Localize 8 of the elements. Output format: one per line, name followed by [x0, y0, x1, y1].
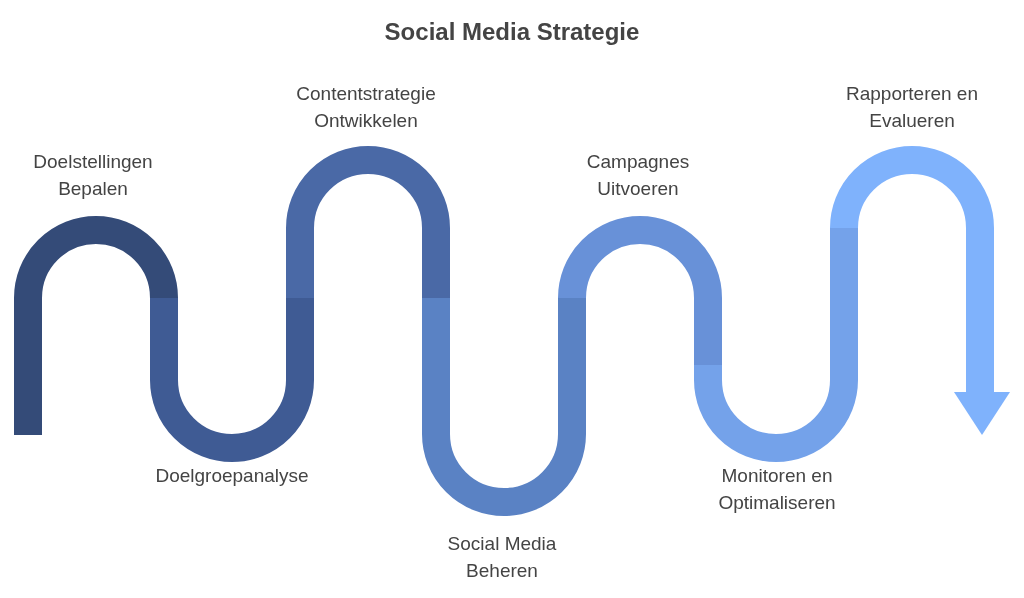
step-label: Doelstellingen Bepalen	[32, 150, 154, 201]
diagram-title: Social Media Strategie	[383, 18, 641, 46]
step-label: Rapporteren en Evalueren	[844, 82, 979, 133]
step-label: Monitoren en Optimaliseren	[717, 464, 837, 515]
step-label: Contentstrategie Ontwikkelen	[295, 82, 437, 133]
step-label: Social Media Beheren	[446, 532, 558, 583]
step-label: Campagnes Uitvoeren	[585, 150, 691, 201]
step-label: Doelgroepanalyse	[154, 464, 310, 488]
